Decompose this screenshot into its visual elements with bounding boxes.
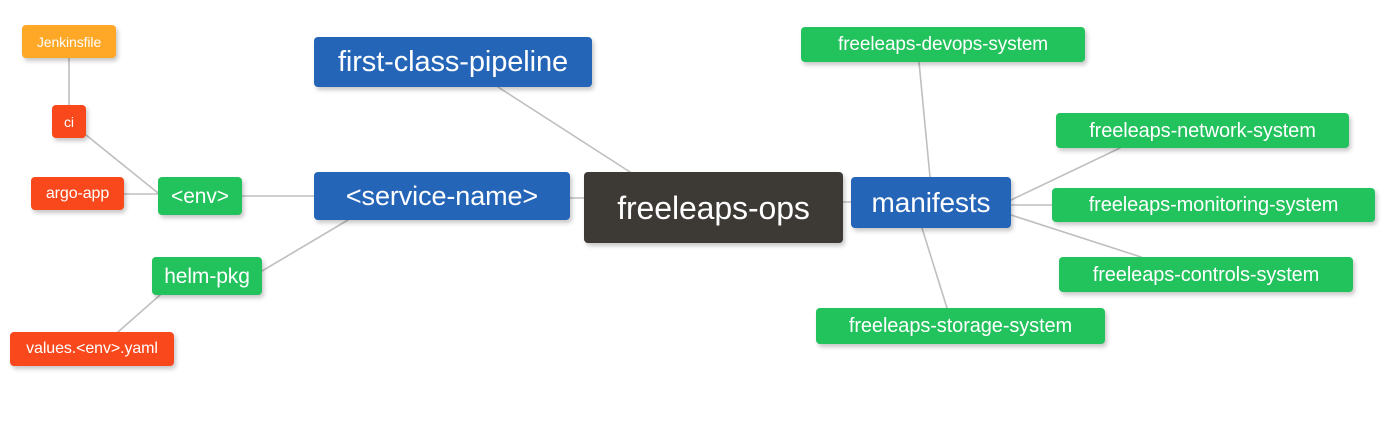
mindmap-node-label: freeleaps-ops [617,189,810,226]
mindmap-node-first-class-pipeline[interactable]: first-class-pipeline [314,37,592,87]
mindmap-node-env[interactable]: <env> [158,177,242,215]
mindmap-node-label: freeleaps-storage-system [848,315,1073,337]
mindmap-node-ci[interactable]: ci [52,105,86,138]
mindmap-node-values-yaml[interactable]: values.<env>.yaml [10,332,174,366]
mindmap-node-freeleaps-devops-system[interactable]: freeleaps-devops-system [801,27,1085,62]
mindmap-node-freeleaps-network-system[interactable]: freeleaps-network-system [1056,113,1349,148]
mindmap-node-label: values.<env>.yaml [26,340,158,357]
mindmap-node-freeleaps-monitoring-system[interactable]: freeleaps-monitoring-system [1052,188,1375,222]
mindmap-node-freeleaps-ops[interactable]: freeleaps-ops [584,172,843,243]
mindmap-node-label: <service-name> [345,180,539,211]
mindmap-node-argo-app[interactable]: argo-app [31,177,124,210]
mindmap-node-label: helm-pkg [164,264,250,288]
mindmap-node-label: argo-app [45,184,110,202]
mindmap-node-label: Jenkinsfile [36,33,102,50]
edge-helm-pkg-to-service-name [261,219,349,272]
mindmap-node-helm-pkg[interactable]: helm-pkg [152,257,262,295]
mindmap-node-freeleaps-controls-system[interactable]: freeleaps-controls-system [1059,257,1353,292]
mindmap-node-label: <env> [171,184,229,208]
mindmap-node-label: manifests [871,186,991,218]
edge-values-yaml-to-helm-pkg [117,294,161,333]
mindmap-node-label: first-class-pipeline [337,45,569,78]
mindmap-node-freeleaps-storage-system[interactable]: freeleaps-storage-system [816,308,1105,344]
mindmap-node-jenkinsfile[interactable]: Jenkinsfile [22,25,116,58]
mindmap-node-manifests[interactable]: manifests [851,177,1011,228]
edge-first-class-pipeline-to-freeleaps-ops [497,86,631,173]
edge-manifests-to-freeleaps-storage-system [921,227,948,309]
mindmap-node-service-name[interactable]: <service-name> [314,172,570,220]
edge-manifests-to-freeleaps-devops-system [918,61,931,178]
mindmap-node-label: freeleaps-controls-system [1092,263,1320,286]
mindmap-node-label: freeleaps-network-system [1089,119,1316,142]
mindmap-node-label: ci [64,113,74,130]
mindmap-node-label: freeleaps-monitoring-system [1088,194,1339,216]
mindmap-node-label: freeleaps-devops-system [838,34,1048,55]
